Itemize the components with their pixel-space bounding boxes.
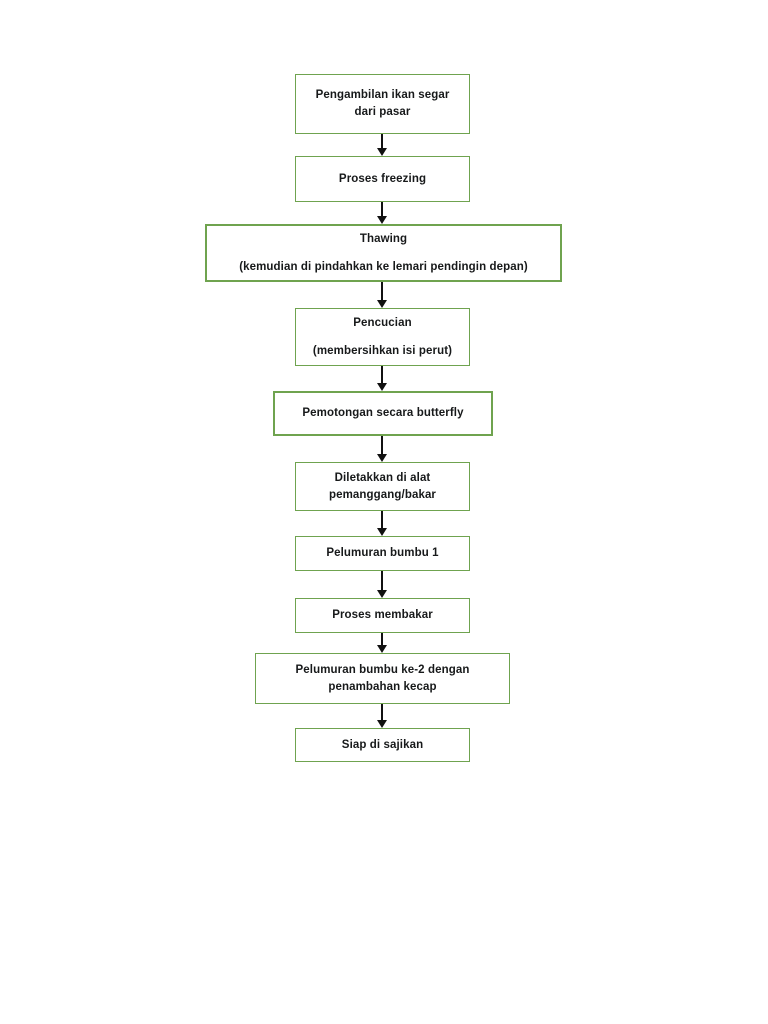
flow-node-label: Siap di sajikan — [341, 738, 424, 751]
flow-node-pelumuran-bumbu-1: Pelumuran bumbu 1 — [295, 536, 470, 571]
flow-node-proses-freezing: Proses freezing — [295, 156, 470, 202]
arrow-head-icon — [377, 454, 387, 462]
flow-node-pemotongan-secara-butterfly: Pemotongan secara butterfly — [273, 391, 493, 436]
flow-node-label: pemanggang/bakar — [328, 488, 437, 501]
arrow-head-icon — [377, 590, 387, 598]
flow-node-label: Pelumuran bumbu 1 — [326, 547, 439, 560]
arrow-4-to-5 — [375, 366, 389, 391]
arrow-stem — [381, 436, 383, 455]
flow-node-label: Pemotongan secara butterfly — [302, 407, 464, 420]
flow-node-label: Pengambilan ikan segar — [315, 89, 450, 102]
flow-node-label: (kemudian di pindahkan ke lemari pending… — [239, 260, 528, 273]
flow-node-label: (membersihkan isi perut) — [312, 344, 453, 357]
arrow-3-to-4 — [375, 282, 389, 308]
arrow-1-to-2 — [375, 134, 389, 156]
arrow-head-icon — [377, 383, 387, 391]
flow-node-label: Diletakkan di alat — [334, 471, 431, 484]
flow-node-diletakkan-di-alat-pemanggang: Diletakkan di alat pemanggang/bakar — [295, 462, 470, 511]
arrow-head-icon — [377, 645, 387, 653]
arrow-7-to-8 — [375, 571, 389, 598]
flow-node-label: Proses freezing — [338, 172, 427, 185]
arrow-head-icon — [377, 300, 387, 308]
arrow-9-to-10 — [375, 704, 389, 728]
flow-node-pelumuran-bumbu-ke-2: Pelumuran bumbu ke-2 dengan penambahan ke… — [255, 653, 510, 704]
arrow-head-icon — [377, 148, 387, 156]
flow-node-label: Proses membakar — [332, 609, 433, 622]
arrow-stem — [381, 282, 383, 301]
arrow-stem — [381, 366, 383, 384]
arrow-stem — [381, 633, 383, 646]
arrow-head-icon — [377, 720, 387, 728]
flow-node-pengambilan-ikan-segar: Pengambilan ikan segar dari pasar — [295, 74, 470, 134]
arrow-head-icon — [377, 216, 387, 224]
arrow-6-to-7 — [375, 511, 389, 536]
arrow-head-icon — [377, 528, 387, 536]
flow-node-siap-di-sajikan: Siap di sajikan — [295, 728, 470, 762]
arrow-stem — [381, 202, 383, 217]
flow-node-label: dari pasar — [354, 106, 411, 118]
arrow-stem — [381, 704, 383, 721]
flow-node-proses-membakar: Proses membakar — [295, 598, 470, 633]
flow-node-label: Thawing — [359, 232, 408, 245]
arrow-8-to-9 — [375, 633, 389, 653]
flow-node-label: penambahan kecap — [328, 680, 437, 693]
flow-node-label: Pelumuran bumbu ke-2 dengan — [295, 663, 470, 676]
flow-node-label: Pencucian — [353, 316, 412, 329]
arrow-stem — [381, 511, 383, 529]
arrow-2-to-3 — [375, 202, 389, 224]
arrow-5-to-6 — [375, 436, 389, 462]
flow-node-thawing: Thawing (kemudian di pindahkan ke lemari … — [205, 224, 562, 282]
flow-node-pencucian: Pencucian (membersihkan isi perut) — [295, 308, 470, 366]
arrow-stem — [381, 134, 383, 149]
arrow-stem — [381, 571, 383, 591]
